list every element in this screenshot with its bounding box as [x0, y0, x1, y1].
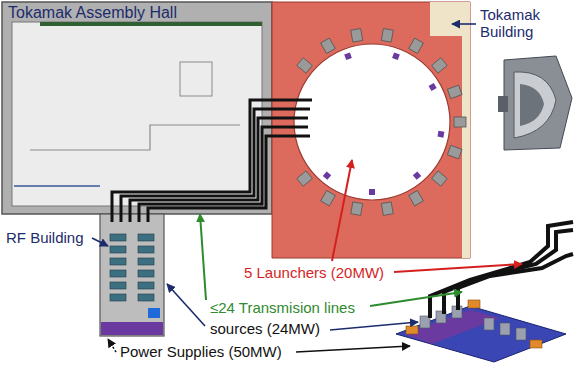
cutaway-vessel — [514, 72, 556, 138]
model-transmission-lines — [430, 222, 573, 318]
port-cell — [351, 29, 363, 43]
leader-arrow — [370, 292, 462, 306]
port-cell — [351, 202, 363, 216]
bioshield — [294, 44, 450, 200]
port-cell — [454, 117, 466, 127]
building-hall: Tokamak Assembly Hall — [2, 2, 272, 214]
building-callout: Tokamak Building — [480, 6, 574, 41]
port-cell — [432, 171, 448, 186]
leader-arrow — [332, 160, 352, 261]
transmission-line — [148, 136, 310, 222]
model-unit — [516, 328, 526, 340]
system-callout: ≤24 Transmision lines — [210, 299, 355, 316]
model-source — [406, 326, 418, 334]
port-cell — [381, 29, 393, 43]
model-unit — [484, 318, 494, 330]
port-cell — [297, 171, 313, 186]
port-cell — [409, 38, 424, 53]
model-line — [458, 254, 573, 310]
tokamak-cutaway — [498, 56, 572, 150]
rf-unit — [148, 308, 160, 318]
port-cell — [447, 85, 462, 99]
port-cell — [297, 58, 313, 73]
gyrotron-cell — [110, 258, 126, 265]
leader-arrow — [200, 214, 206, 300]
model-units — [420, 306, 526, 340]
model-sources — [406, 300, 542, 348]
gyrotron-cells — [110, 234, 154, 301]
gyrotron-cell — [138, 270, 154, 277]
leader-arrow — [167, 284, 205, 326]
building-wall — [462, 2, 470, 258]
gyrotron-cell — [110, 282, 126, 289]
hall-pit — [180, 62, 212, 96]
port-markers — [323, 52, 445, 195]
hall-floor — [12, 22, 262, 206]
gyrotron-cell — [138, 246, 154, 253]
hall-outline — [2, 2, 272, 214]
port-cell — [432, 58, 448, 73]
power-supply-block — [101, 322, 163, 335]
model-unit — [500, 323, 510, 335]
port-cell — [409, 191, 424, 206]
transmission-bundle — [112, 100, 312, 222]
leader-arrow — [92, 238, 108, 246]
building-wall — [430, 2, 470, 36]
port-marker — [344, 52, 352, 60]
model-source — [530, 340, 542, 348]
ecrh-3d-model — [396, 222, 573, 362]
gyrotron-cell — [138, 234, 154, 241]
port-cell — [321, 38, 336, 53]
cutaway-body — [504, 56, 572, 150]
cutaway-plasma-chamber — [520, 84, 544, 126]
building-callout: RF Building — [6, 229, 84, 246]
port-marker — [369, 189, 375, 195]
gyrotron-cell — [110, 270, 126, 277]
model-source — [468, 300, 480, 308]
port-cell — [321, 191, 336, 206]
leader-arrow — [296, 346, 410, 352]
transmission-line — [121, 109, 310, 222]
gyrotron-cell — [110, 234, 126, 241]
gyrotron-cell — [110, 294, 126, 301]
leader-arrow — [330, 322, 418, 330]
building-outline — [272, 2, 470, 258]
model-line — [444, 230, 573, 314]
tokamak-building — [272, 2, 470, 258]
hall-crane-rail — [40, 22, 262, 26]
node-title: Tokamak Assembly Hall — [8, 4, 266, 22]
port-marker — [429, 83, 437, 91]
gyrotron-cell — [138, 258, 154, 265]
assembly-hall — [2, 2, 272, 214]
cutaway-port — [498, 96, 508, 112]
transmission-line — [130, 118, 308, 222]
leader-arrow — [452, 23, 476, 25]
port-cell — [447, 145, 462, 159]
leader-arrow — [394, 264, 522, 272]
rf-building — [100, 214, 164, 336]
model-base — [396, 306, 566, 362]
system-callout: sources (24MW) — [210, 320, 320, 337]
transmission-line — [112, 100, 312, 222]
port-marker — [392, 52, 400, 60]
port-cell — [381, 202, 393, 216]
system-callout: Power Supplies (50MW) — [120, 343, 282, 360]
gyrotron-cell — [138, 282, 154, 289]
model-line — [430, 222, 573, 318]
gyrotron-cell — [110, 246, 126, 253]
callout-arrows — [92, 24, 522, 352]
port-cells — [297, 29, 466, 216]
port-marker — [437, 131, 444, 138]
system-callout: 5 Launchers (20MW) — [244, 264, 384, 281]
leader-arrow — [108, 339, 116, 352]
hall-service-line — [14, 185, 100, 187]
gyrotron-cell — [138, 294, 154, 301]
rf-building-outline — [100, 214, 164, 336]
port-marker — [323, 171, 331, 179]
hall-floor-step — [30, 125, 240, 150]
port-marker — [413, 171, 421, 179]
